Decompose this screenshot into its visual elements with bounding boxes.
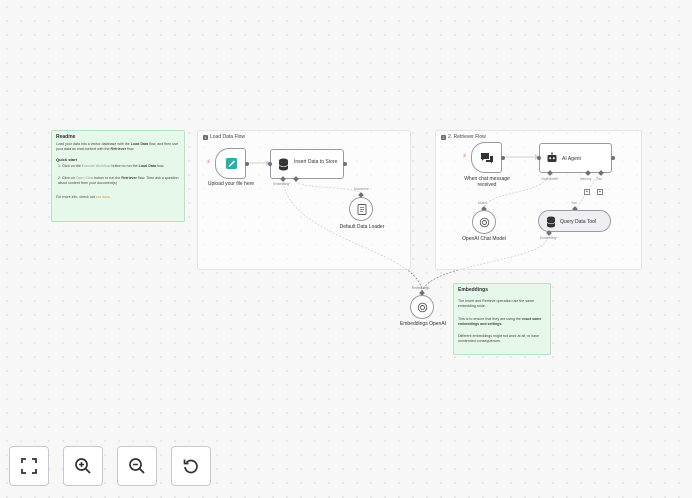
chat-trigger-label: When chat message received (464, 176, 510, 188)
embeddings-sticky-note[interactable]: Embeddings The Insert and Retrieve opera… (453, 283, 551, 355)
database-icon (546, 216, 556, 228)
undo-icon (183, 459, 198, 474)
zoom-in-icon (75, 458, 91, 474)
lightning-icon: ⚡ (206, 159, 211, 166)
agent-chat-model-label: Chat Model* (541, 177, 559, 181)
add-tool-button[interactable]: + (597, 189, 603, 195)
query-tool-bottom-port-label: Embedding* (540, 236, 558, 240)
embeddings-note-p3: Different embeddings might not work at a… (458, 334, 540, 343)
default-data-loader-node[interactable] (349, 197, 373, 221)
database-icon (278, 158, 289, 171)
fit-view-button[interactable] (9, 446, 49, 486)
openai-chat-label: OpenAI Chat Model (462, 236, 506, 242)
fullscreen-icon (21, 458, 37, 474)
loader-port-label: Document (354, 187, 369, 191)
agent-memory-label: Memory (580, 177, 592, 181)
readme-step-2: 2. Click on Open Chat button to run the … (58, 176, 179, 185)
number-two-icon: 2 (441, 134, 446, 140)
readme-quickstart-heading: Quick start (56, 157, 77, 162)
insert-output-port[interactable] (343, 162, 347, 166)
embeddings-note-p1: The Insert and Retrieve operation use th… (458, 299, 535, 308)
upload-node-label: Upload your file here (207, 181, 255, 187)
insert-data-node[interactable]: Insert Data to Store (268, 149, 347, 182)
agent-tool-label: Tool (596, 177, 602, 181)
chat-trigger-node[interactable] (471, 142, 505, 173)
embeddings-port-label: Embeddings (412, 286, 430, 290)
openai-chat-port-label: Model (478, 201, 487, 205)
number-one-icon: 1 (203, 134, 208, 140)
add-memory-button[interactable]: + (584, 189, 590, 195)
query-data-tool-node[interactable]: Query Data Tool (538, 210, 611, 236)
readme-title: Readme (56, 134, 76, 140)
zoom-out-button[interactable] (117, 446, 157, 486)
group-retriever-title: 2 2. Retriever Flow (441, 134, 486, 140)
document-icon (357, 204, 367, 215)
insert-input-port[interactable] (268, 162, 272, 166)
agent-input-port[interactable] (537, 156, 541, 160)
lightning-icon: ⚡ (462, 153, 467, 160)
upload-file-node[interactable] (215, 148, 249, 179)
loader-node-label: Default Data Loader (339, 224, 385, 230)
query-tool-top-port-label: Tool (571, 201, 577, 205)
zoom-out-icon (129, 458, 145, 474)
chat-trigger-output-port[interactable] (501, 156, 505, 160)
openai-icon (417, 302, 428, 313)
readme-step-1: 1. Click on the Execute Workflow button … (58, 164, 165, 168)
agent-node-label: AI Agent (562, 156, 581, 162)
ai-agent-node[interactable]: AI Agent (537, 143, 615, 176)
embeddings-note-title: Embeddings (458, 287, 489, 293)
embeddings-node-label: Embeddings OpenAI (399, 321, 447, 327)
openai-chat-model-node[interactable] (472, 210, 496, 234)
form-icon (226, 158, 237, 169)
openai-icon (479, 217, 490, 228)
readme-intro: Load your data into a vector database wi… (56, 142, 179, 151)
agent-output-port[interactable] (611, 156, 615, 160)
insert-node-label: Insert Data to Store (294, 159, 338, 165)
chat-bubble-icon (481, 153, 493, 164)
robot-icon (547, 152, 557, 162)
connection-embeddings-insert (282, 180, 423, 293)
readme-more-info: For more info, check out our docs. (56, 195, 111, 199)
reset-zoom-button[interactable] (171, 446, 211, 486)
query-tool-label: Query Data Tool (560, 219, 597, 225)
docs-link[interactable]: our docs (95, 195, 110, 199)
readme-sticky-note[interactable]: Readme Load your data into a vector data… (51, 130, 185, 222)
insert-embedding-port-label: Embedding* (273, 182, 291, 186)
group-load-title: 1 Load Data Flow (203, 134, 246, 140)
zoom-in-button[interactable] (63, 446, 103, 486)
embeddings-note-p2: This is to ensure that they are using th… (458, 317, 542, 326)
embeddings-openai-node[interactable] (410, 295, 434, 319)
upload-output-port[interactable] (245, 162, 249, 166)
